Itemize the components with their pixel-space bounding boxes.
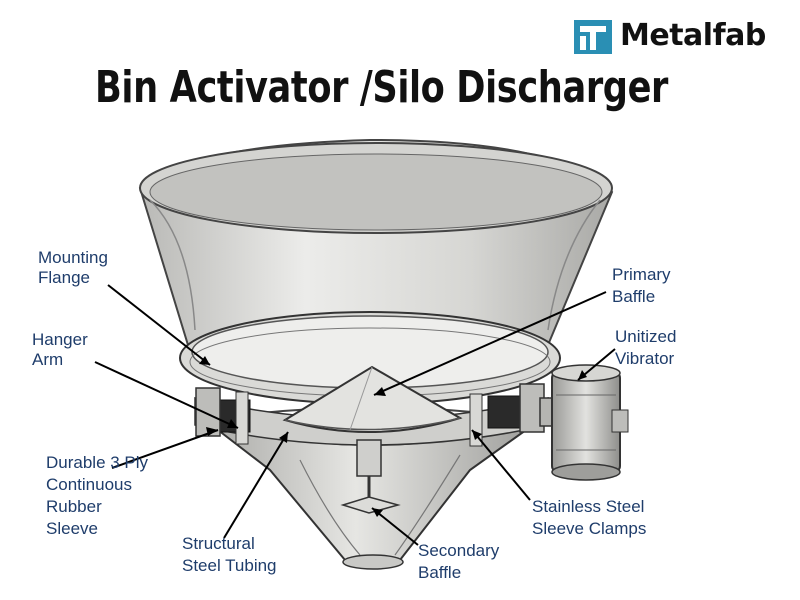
label-line: Stainless Steel	[532, 497, 645, 516]
leader-mounting-flange	[107, 284, 211, 366]
leader-primary-baffle	[373, 291, 607, 396]
secondary-baffle	[340, 439, 401, 514]
label-unitized-vibrator: Unitized Vibrator	[615, 326, 676, 370]
label-rubber-sleeve: Durable 3 Ply Continuous Rubber Sleeve	[46, 452, 148, 540]
label-line: Arm	[32, 350, 64, 369]
label-line: Structural	[182, 534, 255, 553]
leader-secondary-baffle	[371, 507, 419, 546]
label-structural-tubing: Structural Steel Tubing	[182, 533, 277, 577]
label-line: Baffle	[612, 287, 656, 306]
label-line: Continuous	[46, 475, 133, 494]
leader-hanger-arm	[94, 361, 239, 429]
label-line: Flange	[38, 268, 90, 287]
label-sleeve-clamps: Stainless Steel Sleeve Clamps	[532, 496, 646, 540]
label-secondary-baffle: Secondary Baffle	[418, 540, 499, 584]
label-line: Unitized	[615, 327, 677, 346]
label-line: Rubber	[46, 497, 102, 516]
leader-rubber-sleeve	[111, 429, 219, 469]
label-line: Sleeve	[46, 519, 98, 538]
leader-lines	[94, 284, 616, 546]
leader-arrowheads	[199, 356, 587, 517]
label-primary-baffle: Primary Baffle	[612, 264, 671, 308]
label-line: Steel Tubing	[182, 556, 277, 575]
primary-baffle	[282, 365, 463, 433]
mounting-flange	[179, 311, 561, 405]
label-line: Mounting	[38, 248, 108, 267]
label-line: Vibrator	[615, 349, 675, 368]
label-line: Primary	[612, 265, 671, 284]
label-line: Sleeve Clamps	[532, 519, 647, 538]
label-mounting-flange: Mounting Flange	[38, 248, 108, 288]
label-line: Hanger	[32, 330, 88, 349]
page-title: Bin Activator /Silo Discharger	[95, 62, 669, 113]
leader-sleeve-clamps	[471, 429, 531, 501]
label-line: Baffle	[418, 563, 462, 582]
metalfab-logo-icon	[574, 20, 612, 54]
leader-structural-tubing	[223, 431, 289, 539]
label-hanger-arm: Hanger Arm	[32, 330, 88, 370]
label-line: Durable 3 Ply	[46, 453, 149, 472]
logo-text: Metalfab	[620, 18, 766, 53]
label-line: Secondary	[418, 541, 500, 560]
metalfab-logo: Metalfab	[572, 16, 794, 56]
unitized-vibrator	[539, 364, 629, 481]
